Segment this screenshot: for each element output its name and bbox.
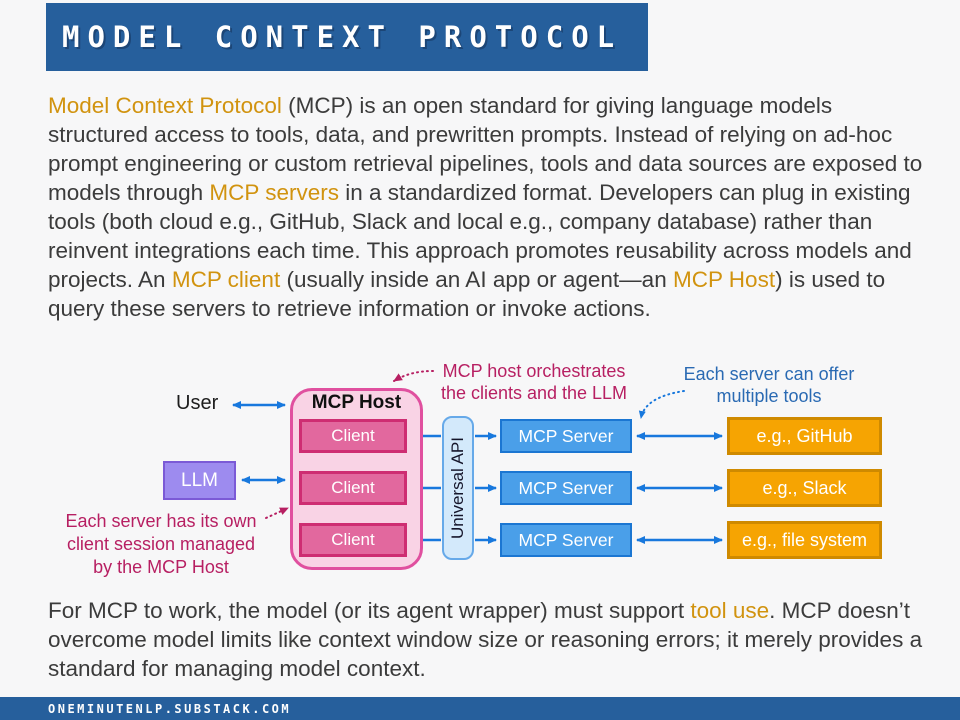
closing-paragraph: For MCP to work, the model (or its agent… <box>48 596 933 683</box>
intro-paragraph: Model Context Protocol (MCP) is an open … <box>48 91 933 323</box>
page-title: MODEL CONTEXT PROTOCOL <box>62 20 623 54</box>
client-box-2: Client <box>299 471 407 505</box>
highlight-term: MCP Host <box>672 267 776 292</box>
user-label: User <box>176 392 219 414</box>
annotation-line: multiple tools <box>716 386 822 406</box>
annotation-line: client session managed <box>66 534 256 554</box>
text-segment: (MCP) is an open standard for giving lan… <box>48 93 923 205</box>
highlight-term: Model Context Protocol <box>48 93 282 118</box>
title-bar: MODEL CONTEXT PROTOCOL <box>46 3 648 71</box>
mcp-server-box-1: MCP Server <box>500 419 632 453</box>
client-box-3: Client <box>299 523 407 557</box>
footer-url: ONEMINUTENLP.SUBSTACK.COM <box>48 701 292 716</box>
annotation-line: Each server can offer <box>683 364 855 384</box>
footer-bar: ONEMINUTENLP.SUBSTACK.COM <box>0 697 960 720</box>
highlight-term: MCP servers <box>209 180 339 205</box>
mcp-host-title: MCP Host <box>311 392 402 413</box>
client-box-1: Client <box>299 419 407 453</box>
tool-box-slack: e.g., Slack <box>727 469 882 507</box>
tool-box-github: e.g., GitHub <box>727 417 882 455</box>
universal-api-box: Universal API <box>442 416 474 560</box>
text-segment: in a standardized format. Developers can… <box>48 180 912 292</box>
text-segment: For MCP to work, the model (or its agent… <box>48 598 691 623</box>
text-segment: ) is used to query these servers to retr… <box>48 267 886 321</box>
mcp-server-box-2: MCP Server <box>500 471 632 505</box>
tools-annotation: Each server can offer multiple tools <box>668 363 870 407</box>
universal-api-label: Universal API <box>448 436 467 540</box>
annotation-line: MCP host orchestrates <box>442 361 626 381</box>
annotation-line: the clients and the LLM <box>440 383 628 403</box>
mcp-server-box-3: MCP Server <box>500 523 632 557</box>
host-annotation: MCP host orchestrates the clients and th… <box>425 360 643 404</box>
annotation-line: Each server has its own <box>65 511 257 531</box>
highlight-term: MCP client <box>171 267 281 292</box>
llm-box: LLM <box>163 461 236 500</box>
text-segment: (usually inside an AI app or agent—an <box>280 267 673 292</box>
annotation-line: by the MCP Host <box>93 557 229 577</box>
highlight-term: tool use <box>690 598 770 623</box>
tool-box-filesystem: e.g., file system <box>727 521 882 559</box>
text-segment: . MCP doesn’t overcome model limits like… <box>48 598 923 681</box>
session-annotation: Each server has its own client session m… <box>45 510 277 579</box>
